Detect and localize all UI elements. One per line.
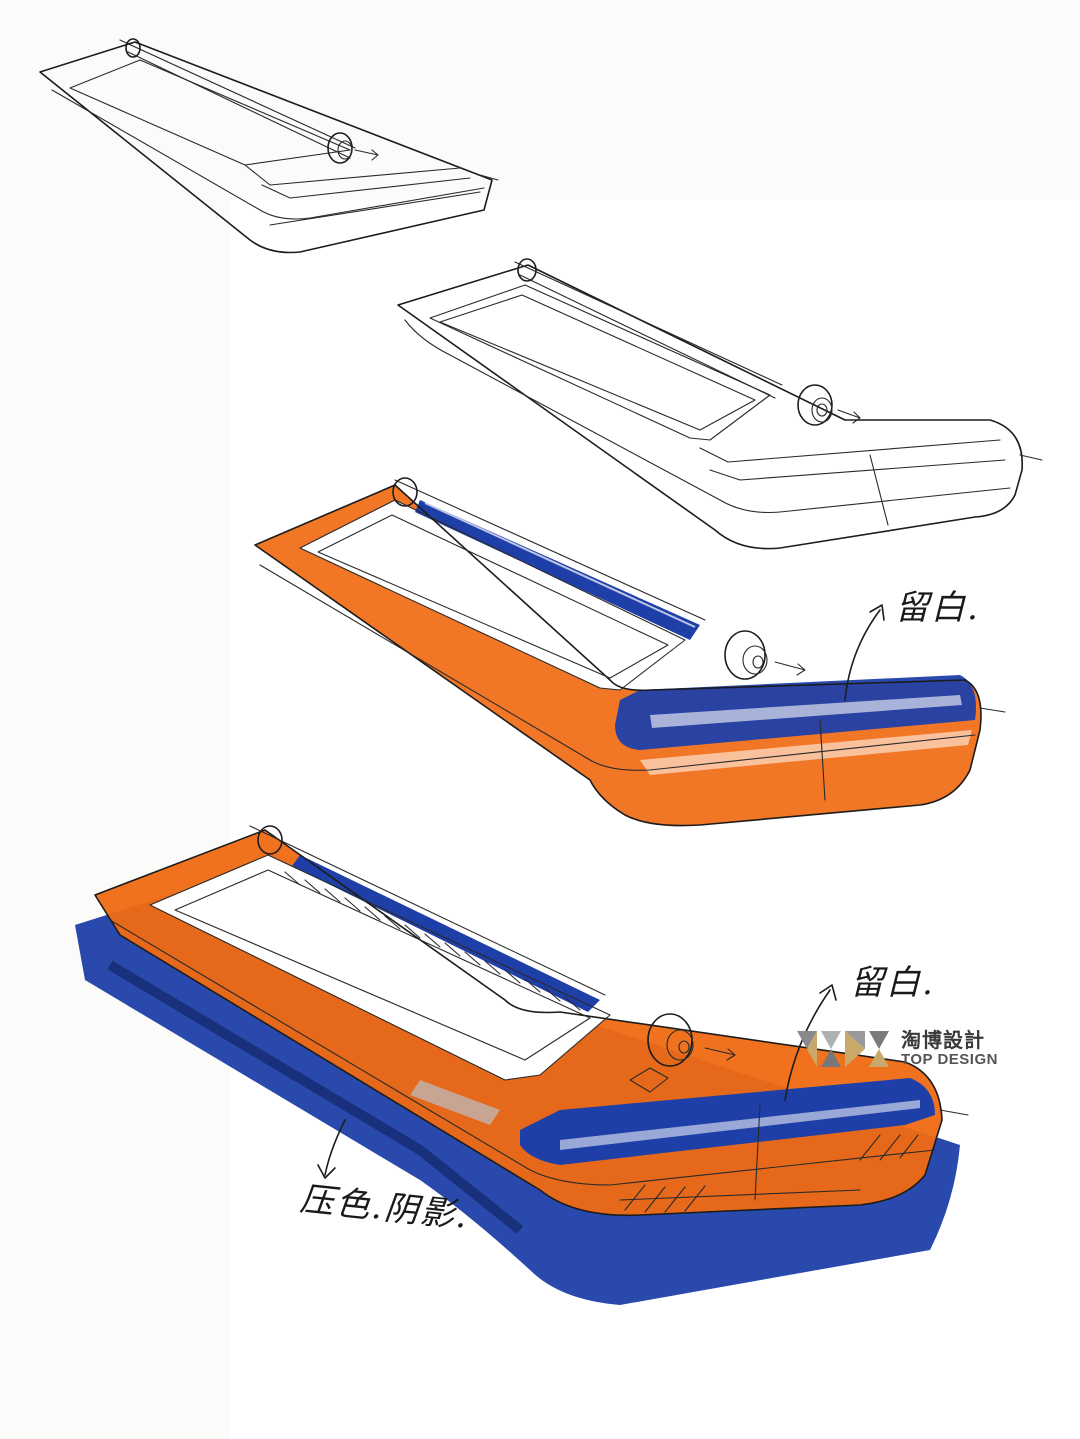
sketch-3-color-rendering (254, 477, 1006, 827)
brand-name-en: TOP DESIGN (901, 1051, 998, 1068)
sketch-2-line-drawing (397, 258, 1043, 550)
grip-hatching (284, 871, 581, 1011)
brand-logo: 淘博設計 TOP DESIGN (795, 1024, 1055, 1074)
sketch-1-line-drawing (39, 38, 499, 254)
annotation-top-note: 留白. (895, 588, 980, 628)
brand-name-cn: 淘博設計 (901, 1028, 985, 1052)
geometric-triangle-logo-icon (795, 1029, 895, 1069)
annotation-bottom-note: 留白. (850, 963, 935, 1003)
brand-text: 淘博設計 TOP DESIGN (901, 1029, 998, 1069)
sketch-4-shadow-rendering (75, 825, 969, 1305)
shade-hatching (624, 1134, 919, 1213)
